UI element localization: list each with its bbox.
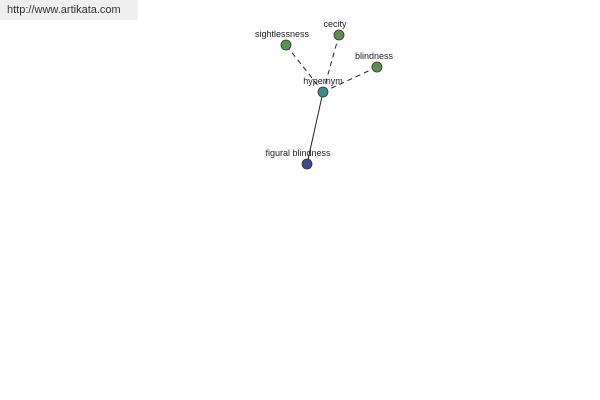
source-url-banner[interactable]: http://www.artikata.com	[0, 0, 138, 20]
edge-center-sightlessness	[285, 44, 324, 93]
node-label-figural-blindness[interactable]: figural blindness	[265, 148, 331, 158]
node-hypernym[interactable]	[317, 86, 329, 98]
node-label-cecity[interactable]: cecity	[323, 19, 347, 29]
node-label-sightlessness[interactable]: sightlessness	[255, 29, 310, 39]
node-cecity[interactable]	[333, 29, 345, 41]
node-label-blindness[interactable]: blindness	[355, 51, 394, 61]
edge-center-cecity	[322, 34, 340, 93]
node-sightlessness[interactable]	[280, 39, 292, 51]
node-figural-blindness[interactable]	[301, 158, 313, 170]
edge-center-blindness	[322, 66, 378, 93]
node-label-hypernym: hypernym	[303, 76, 343, 86]
edge-center-figural-blindness	[306, 91, 324, 165]
node-blindness[interactable]	[371, 61, 383, 73]
